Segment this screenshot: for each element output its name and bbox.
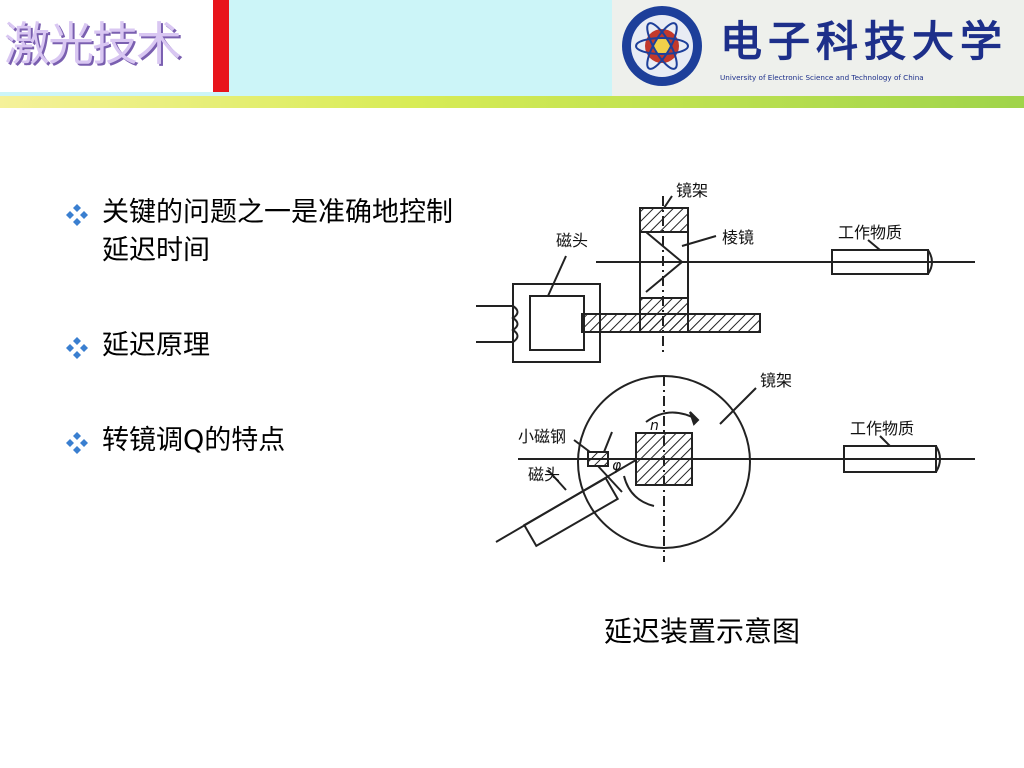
label-magnetic-head-top: 磁头 [556, 231, 588, 250]
slide-title: 激光技术 [4, 17, 182, 71]
university-logo: 电子科技大学 University of Electronic Science … [612, 0, 1024, 96]
diagram-svg: 镜架 磁头 棱镜 工作物质 镜架 小磁钢 磁头 工作物质 n φ [476, 181, 975, 562]
label-prism: 棱镜 [722, 228, 754, 247]
bullet-item: 延迟原理 [64, 327, 454, 365]
gradient-band [0, 96, 1024, 108]
red-accent-bar [213, 0, 229, 92]
university-name: 电子科技大学 [720, 17, 1008, 66]
bullet-list: 关键的问题之一是准确地控制延迟时间 延迟原理 转镜调Q的特点 [64, 194, 454, 517]
diamond-bullet-icon [66, 337, 88, 359]
label-n: n [650, 418, 659, 434]
university-emblem-icon: 电子科技大学 University of Electronic Science … [622, 6, 1008, 86]
label-phi: φ [612, 458, 622, 474]
label-small-magnet: 小磁钢 [518, 427, 566, 446]
title-box: 激光技术 [0, 0, 228, 92]
university-subtitle: University of Electronic Science and Tec… [720, 73, 924, 82]
diamond-bullet-icon [66, 204, 88, 226]
label-mirror-frame-top: 镜架 [676, 181, 708, 200]
label-mirror-frame-bottom: 镜架 [760, 371, 792, 390]
figure-caption: 延迟装置示意图 [604, 615, 801, 648]
bullet-item: 转镜调Q的特点 [64, 422, 454, 460]
header-bar: 激光技术 电子科技大学 University of Electronic Sci… [0, 0, 1024, 96]
delay-device-diagram: 镜架 磁头 棱镜 工作物质 镜架 小磁钢 磁头 工作物质 n φ [466, 174, 976, 566]
bullet-text: 关键的问题之一是准确地控制延迟时间 [102, 197, 453, 266]
bullet-item: 关键的问题之一是准确地控制延迟时间 [64, 194, 454, 270]
diamond-bullet-icon [66, 432, 88, 454]
label-working-medium-top: 工作物质 [838, 223, 902, 242]
label-working-medium-bottom: 工作物质 [850, 419, 914, 438]
bullet-text: 转镜调Q的特点 [102, 425, 286, 456]
bullet-text: 延迟原理 [102, 330, 210, 361]
label-magnetic-head-bottom: 磁头 [528, 465, 560, 484]
